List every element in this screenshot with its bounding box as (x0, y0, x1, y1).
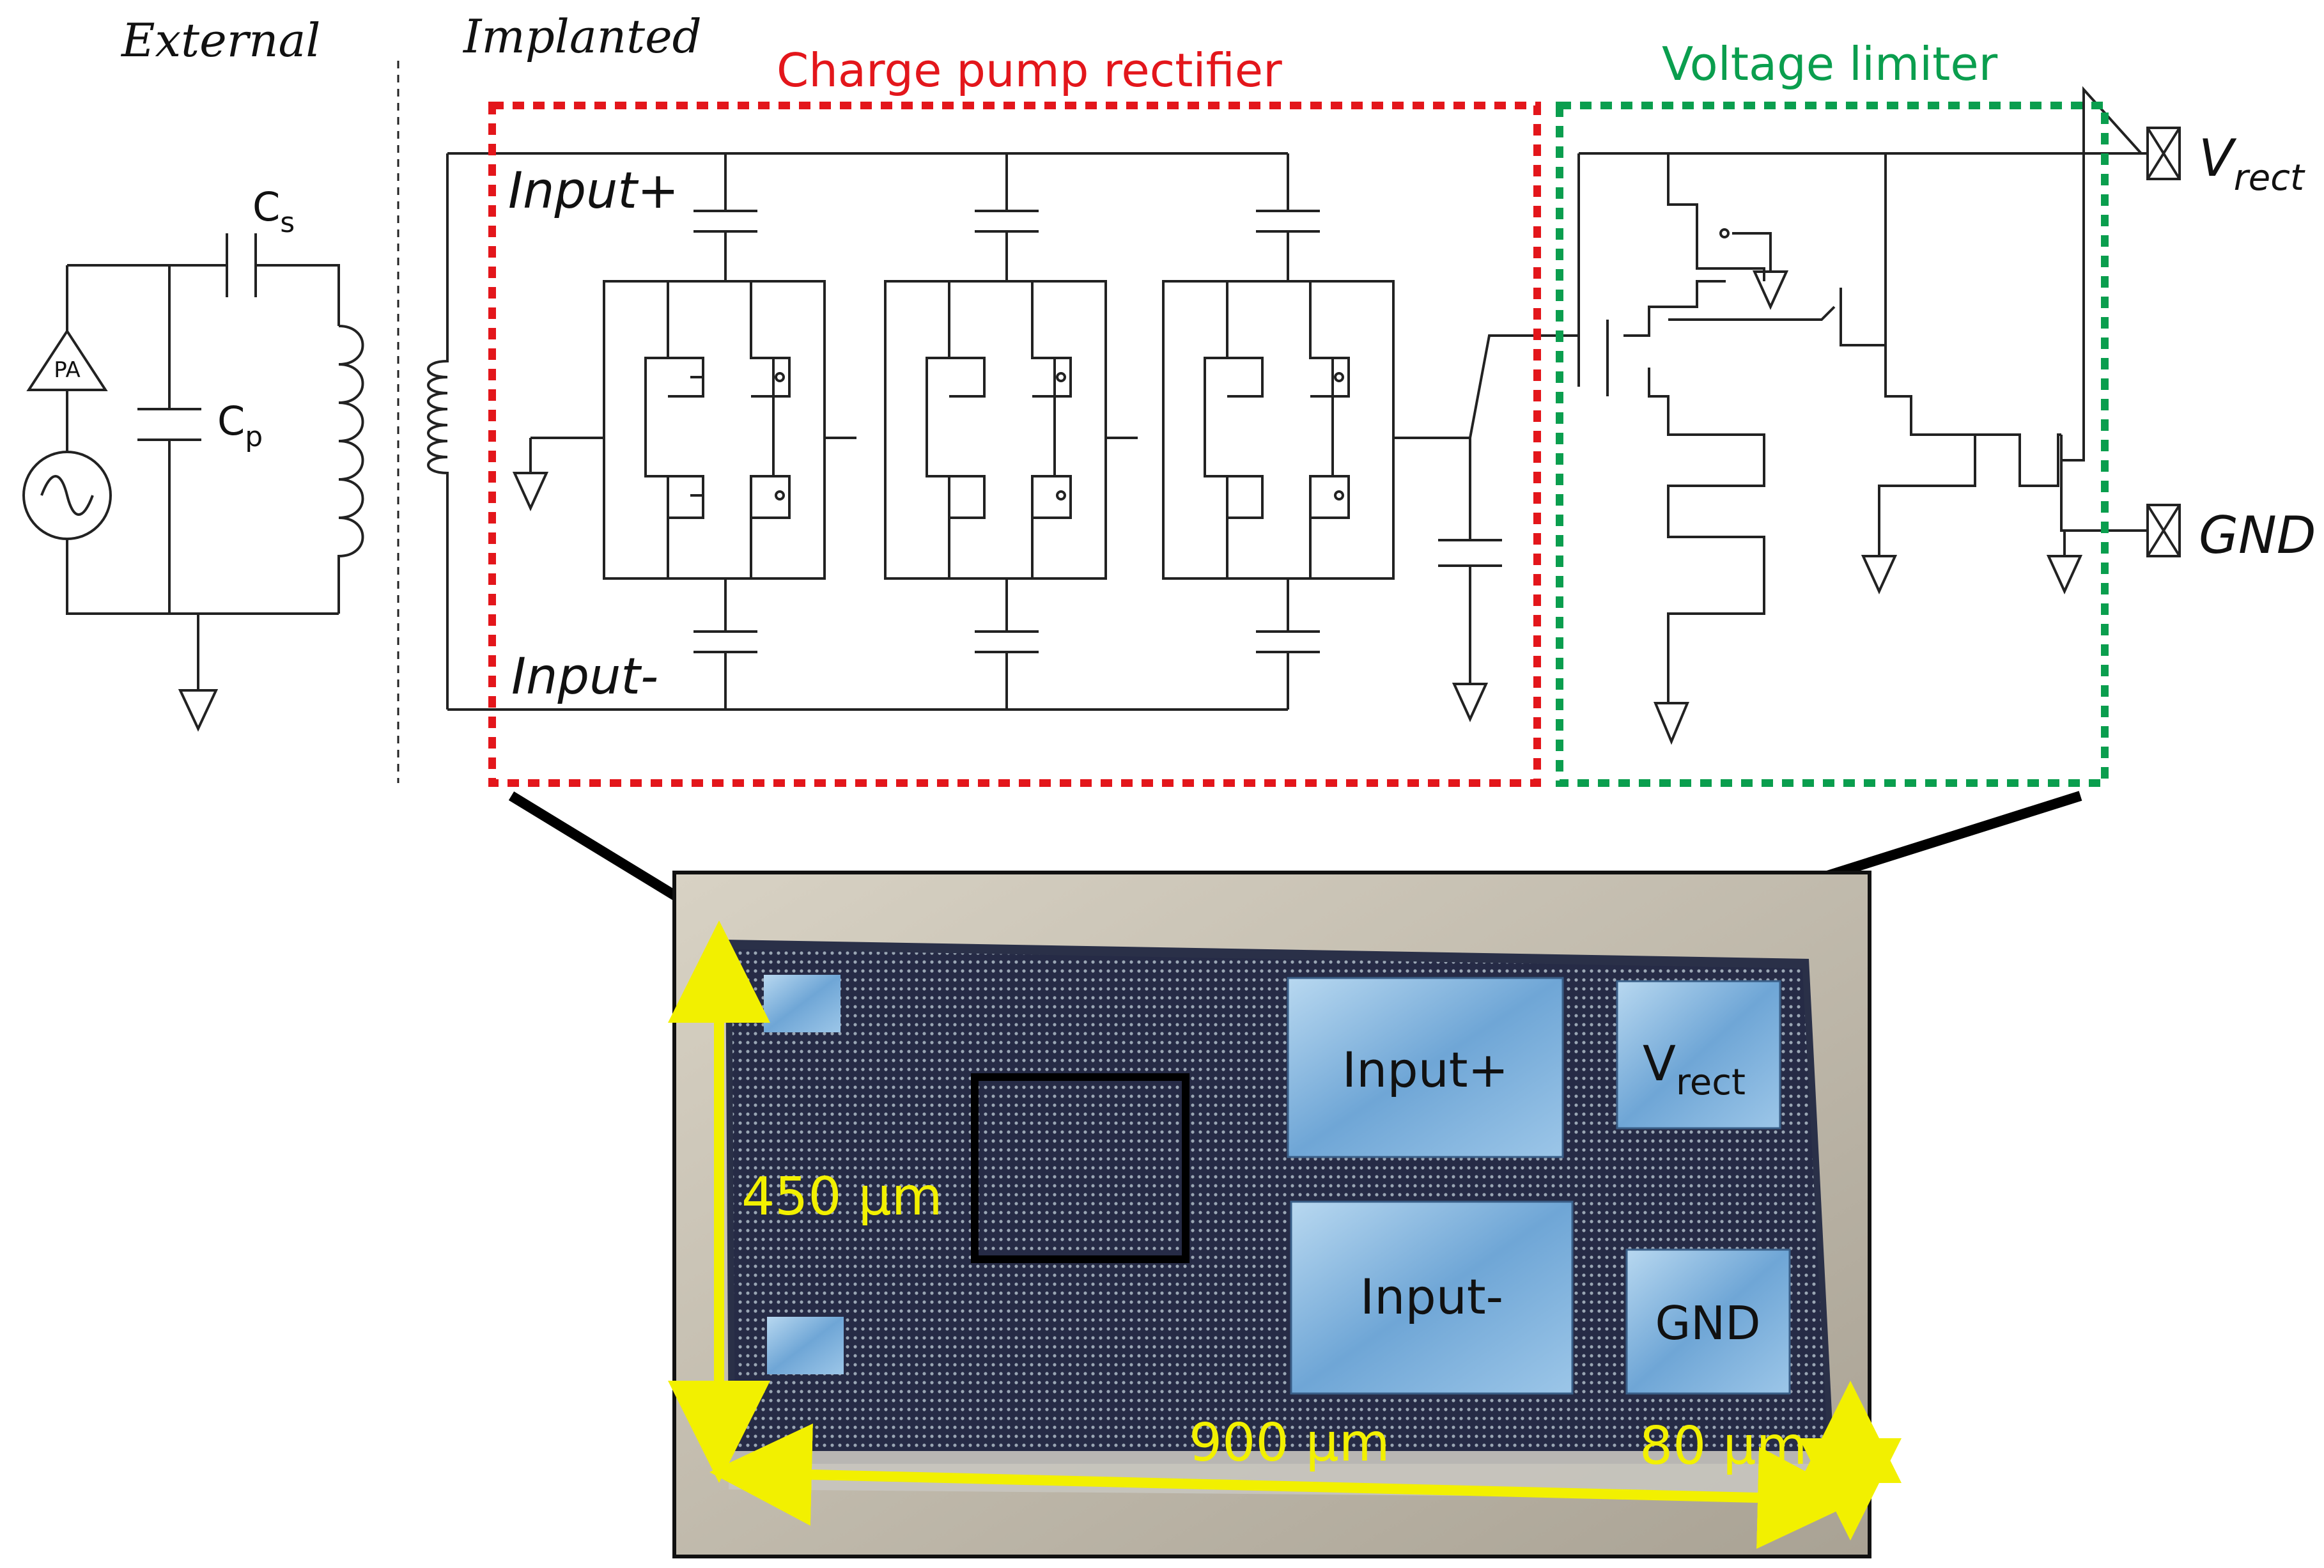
chip-pad-input-plus (1287, 977, 1564, 1158)
label-vrect: Vrect (2199, 128, 2305, 199)
chip-zoom-region (971, 1073, 1189, 1263)
ground-symbol-external (178, 689, 219, 732)
label-cs: Cs (252, 183, 295, 239)
pump-capacitors-top (693, 153, 1320, 281)
chip-pad-gnd (1625, 1248, 1791, 1395)
implanted-circuit (427, 152, 1579, 722)
dimension-arrows (668, 920, 1902, 1549)
ground-symbol-limiter-4 (2046, 555, 2083, 594)
chip-pad-small-bottom (767, 1317, 844, 1374)
charge-pump-title: Charge pump rectifier (777, 43, 1282, 97)
label-implanted: Implanted (462, 10, 702, 63)
chip-label-input-minus: Input- (1360, 1268, 1503, 1325)
external-circuit (22, 233, 364, 732)
capacitor-cp (137, 408, 201, 441)
ground-symbol-limiter-2 (1752, 270, 1789, 310)
ground-symbol-input (512, 472, 549, 511)
width-arrow (709, 1423, 1860, 1549)
voltage-limiter-box (1556, 102, 2109, 787)
chip-label-vrect: Vrect (1643, 1035, 1746, 1103)
charge-pump-box (488, 102, 1541, 787)
output-pins (2068, 127, 2181, 557)
voltage-limiter-circuit (1577, 86, 2148, 745)
ground-symbol-limiter-3 (1861, 555, 1898, 594)
pump-capacitors-bottom (693, 578, 1320, 710)
label-gnd: GND (2199, 506, 2316, 565)
chip-label-input-plus: Input+ (1342, 1041, 1508, 1098)
receive-coil (427, 153, 449, 710)
power-amplifier-symbol (26, 329, 108, 391)
voltage-limiter-title: Voltage limiter (1662, 37, 1998, 91)
chip-pad-vrect (1616, 980, 1781, 1129)
transmit-coil (337, 325, 364, 614)
dim-label-thickness: 80 µm (1639, 1416, 1807, 1477)
label-external: External (120, 13, 320, 67)
dim-label-width: 900 µm (1189, 1413, 1390, 1473)
label-input-minus: Input- (511, 648, 658, 706)
rectifier-stage-1 (603, 280, 856, 580)
rectifier-stage-3 (1162, 280, 1395, 580)
label-input-plus: Input+ (508, 162, 679, 220)
dim-label-height: 450 µm (741, 1167, 943, 1227)
rectifier-stage-2 (884, 280, 1138, 580)
capacitor-cs (226, 233, 257, 297)
chip-pad-small-top (764, 975, 841, 1032)
label-cp: Cp (217, 398, 263, 453)
label-pa: PA (54, 357, 81, 383)
chip-label-gnd: GND (1655, 1296, 1760, 1350)
chip-pad-input-minus (1290, 1200, 1574, 1395)
ground-symbol-limiter-1 (1654, 702, 1689, 745)
ground-symbol-storage (1452, 683, 1489, 722)
